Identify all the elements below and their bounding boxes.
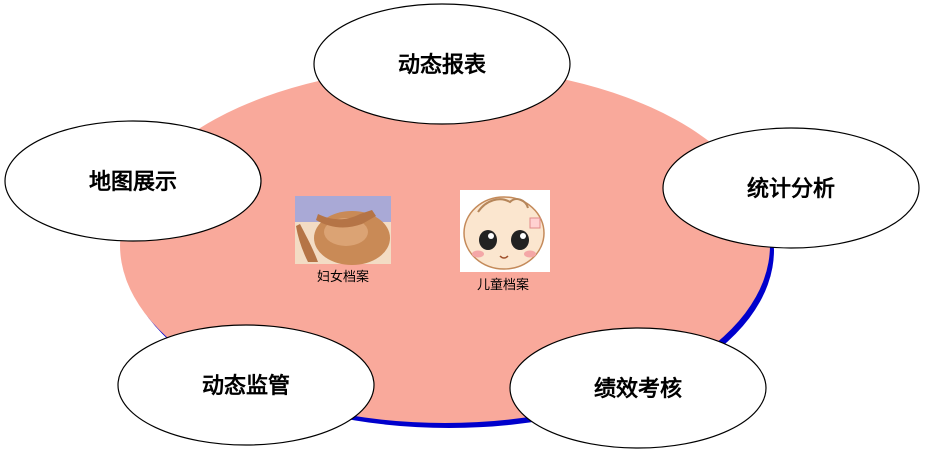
node-dynamic-report[interactable]: 动态报表 bbox=[313, 3, 571, 125]
pregnant-belly-icon bbox=[295, 196, 391, 265]
node-performance-assessment-label: 绩效考核 bbox=[594, 376, 682, 402]
node-map-display-label: 地图展示 bbox=[89, 170, 177, 195]
node-performance-assessment-bubble bbox=[509, 327, 767, 449]
node-dynamic-report-label: 动态报表 bbox=[398, 52, 487, 78]
node-dynamic-supervision-bubble bbox=[117, 324, 375, 446]
children-archive[interactable]: 儿童档案 bbox=[460, 190, 550, 293]
women-archive-caption: 妇女档案 bbox=[317, 269, 369, 285]
node-dynamic-supervision[interactable]: 动态监管 bbox=[117, 324, 375, 446]
node-map-display[interactable]: 地图展示 bbox=[4, 120, 262, 242]
node-map-display-bubble bbox=[4, 120, 262, 242]
children-archive-caption: 儿童档案 bbox=[477, 277, 529, 293]
node-statistical-analysis-bubble bbox=[662, 127, 920, 249]
node-statistical-analysis[interactable]: 统计分析 bbox=[662, 127, 920, 249]
women-archive[interactable]: 妇女档案 bbox=[295, 196, 391, 285]
node-statistical-analysis-label: 统计分析 bbox=[747, 176, 835, 202]
baby-face-icon bbox=[460, 190, 550, 272]
node-dynamic-report-bubble bbox=[313, 3, 571, 125]
node-performance-assessment[interactable]: 绩效考核 bbox=[509, 327, 767, 449]
node-dynamic-supervision-label: 动态监管 bbox=[202, 373, 290, 399]
